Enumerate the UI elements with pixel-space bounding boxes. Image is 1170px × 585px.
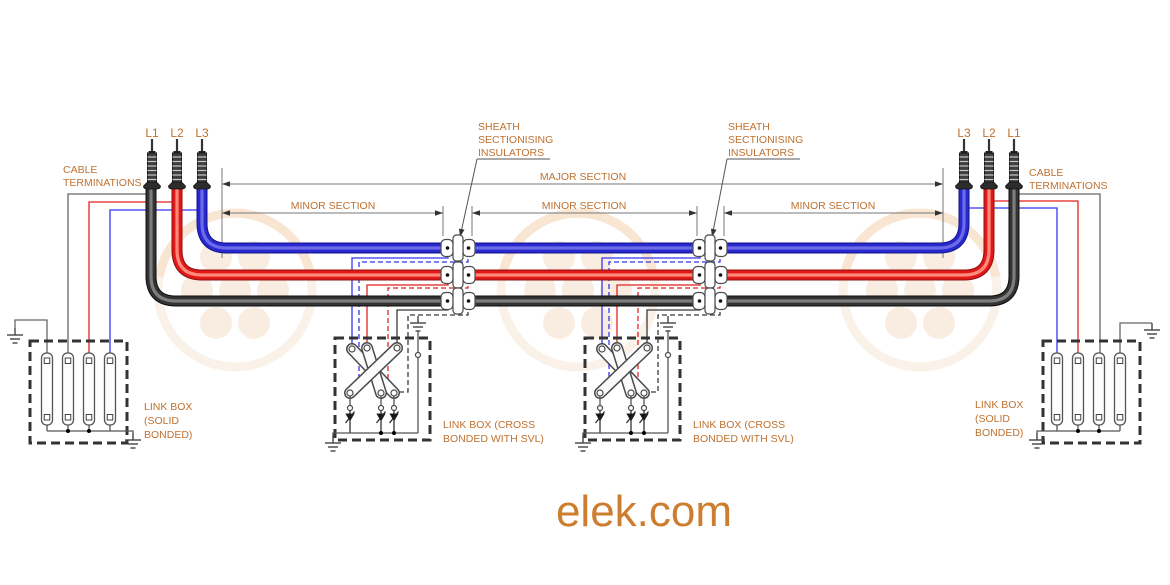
link-box-solid-right: LINK BOX (SOLID BONDED) [975, 322, 1161, 449]
link-box-solid-right-label-2: (SOLID [975, 413, 1010, 425]
sheath-label-line2: SECTIONISING [728, 134, 803, 146]
cable-terminations-label-right-2: TERMINATIONS [1029, 180, 1108, 192]
link-box-solid-left: LINK BOX (SOLID BONDED) [6, 319, 192, 449]
cable-l3-blue [196, 186, 970, 254]
minor-section-label-1: MINOR SECTION [291, 200, 376, 212]
terminal-labels: L1 L2 L3 L3 L2 L1 CABLE TERMINATIONS CAB… [63, 126, 1108, 192]
cable-terminations-label-right-1: CABLE [1029, 167, 1063, 179]
cable-terminations-label-left-1: CABLE [63, 164, 97, 176]
terminal-label-right-2: L2 [982, 126, 996, 140]
terminal-label-left-1: L1 [145, 126, 159, 140]
link-box-solid-right-label-3: BONDED) [975, 427, 1023, 439]
link-box-cross-2-label-1: LINK BOX (CROSS [693, 419, 785, 431]
sheath-insulator-callout-1: SHEATH SECTIONISING INSULATORS [459, 121, 553, 238]
terminal-label-right-3: L1 [1007, 126, 1021, 140]
link-box-solid-left-label-1: LINK BOX [144, 401, 192, 413]
link-box-solid-left-label-3: BONDED) [144, 429, 192, 441]
sheath-insulator-callout-2: SHEATH SECTIONISING INSULATORS [711, 121, 803, 238]
cable-l1-black [145, 186, 1020, 307]
brand-logo-text: elek.com [556, 487, 732, 536]
link-box-cross-1-label-2: BONDED WITH SVL) [443, 433, 544, 445]
sheath-label-line1: SHEATH [728, 121, 770, 133]
cable-l2-red [171, 186, 995, 281]
link-box-solid-left-label-2: (SOLID [144, 415, 179, 427]
cable-terminations-label-left-2: TERMINATIONS [63, 177, 142, 189]
watermarks [158, 213, 997, 367]
dimension-lines: MAJOR SECTION MINOR SECTION MINOR SECTIO… [221, 168, 944, 258]
link-box-cross-2: LINK BOX (CROSS BONDED WITH SVL) [574, 315, 794, 452]
sheath-label-line1: SHEATH [478, 121, 520, 133]
minor-section-label-3: MINOR SECTION [791, 200, 876, 212]
terminal-label-left-2: L2 [170, 126, 184, 140]
terminal-label-right-1: L3 [957, 126, 971, 140]
minor-section-label-2: MINOR SECTION [542, 200, 627, 212]
sheath-label-line2: SECTIONISING [478, 134, 553, 146]
sheath-label-line3: INSULATORS [478, 147, 544, 159]
sheath-label-line3: INSULATORS [728, 147, 794, 159]
link-box-cross-1: LINK BOX (CROSS BONDED WITH SVL) [324, 315, 544, 452]
link-box-solid-right-label-1: LINK BOX [975, 399, 1023, 411]
major-section-label: MAJOR SECTION [540, 171, 626, 183]
terminal-label-left-3: L3 [195, 126, 209, 140]
link-box-cross-2-label-2: BONDED WITH SVL) [693, 433, 794, 445]
link-box-cross-1-label-1: LINK BOX (CROSS [443, 419, 535, 431]
